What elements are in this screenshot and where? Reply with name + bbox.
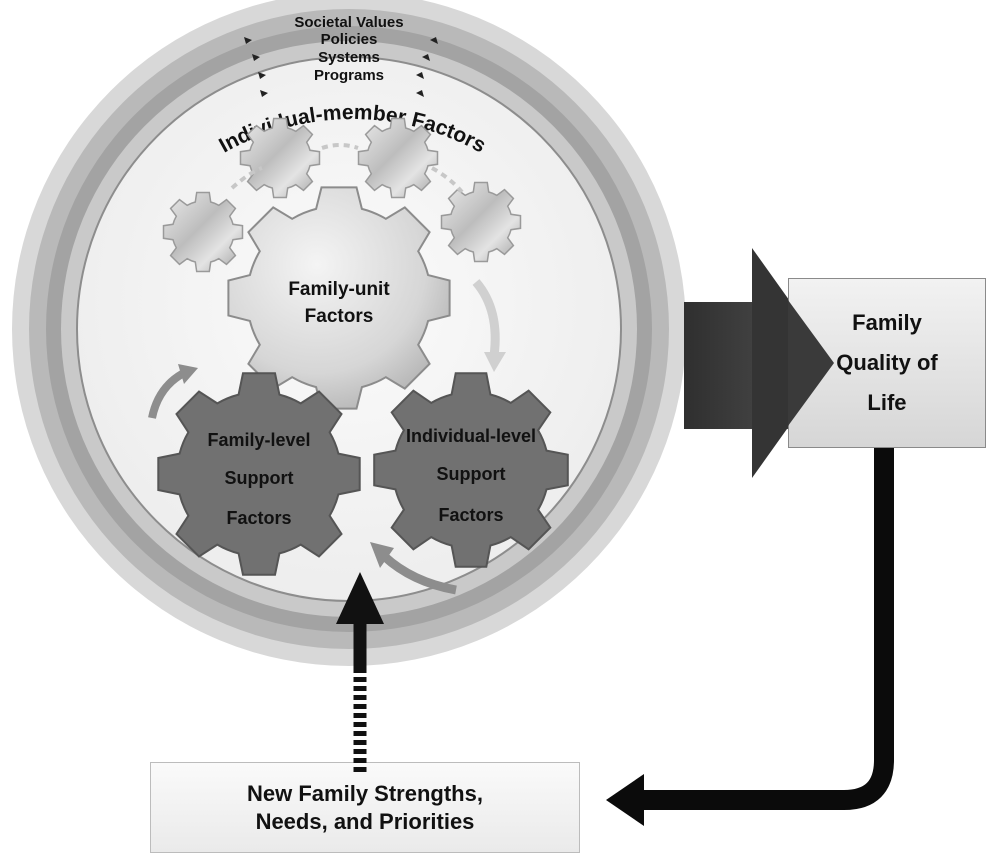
ring-label-systems: Systems: [318, 49, 380, 66]
individual-member-gears: [162, 117, 522, 273]
feedback-line1: New Family Strengths,: [247, 780, 483, 806]
individual-level-label-line2: Support: [437, 464, 506, 484]
feedback-line: [640, 448, 894, 810]
rotation-arrow-left-head: [178, 364, 198, 384]
member-gear-1: [239, 117, 321, 199]
ring-label-programs: Programs: [314, 67, 384, 84]
ring-label-policies: Policies: [321, 31, 378, 48]
family-unit-label-line2: Factors: [305, 306, 374, 327]
rotation-arrow-right-head: [484, 352, 506, 372]
upward-arrow-head: [336, 572, 384, 624]
individual-level-label-line3: Factors: [438, 505, 503, 525]
rotation-arrow-left: [148, 370, 185, 419]
upward-arrow: [336, 572, 384, 772]
family-level-gear: [157, 372, 361, 576]
family-level-label-line2: Support: [225, 468, 294, 488]
family-level-label-line3: Factors: [226, 508, 291, 528]
rotation-arrow-right: [472, 279, 500, 357]
individual-level-label-line1: Individual-level: [406, 426, 536, 446]
ring-label-societal-values: Societal Values: [294, 14, 403, 31]
rotation-arrow-bottom-head: [370, 542, 394, 568]
family-unit-gear: [227, 186, 451, 410]
member-gear-3: [162, 191, 244, 273]
feedback-arrow-head: [606, 774, 644, 826]
member-dashed-arc: [230, 143, 464, 194]
family-unit-label-line1: Family-unit: [288, 279, 390, 300]
family-level-label-line1: Family-level: [207, 430, 310, 450]
feedback-line2: Needs, and Priorities: [255, 808, 475, 834]
outcome-line3: Life: [867, 390, 907, 415]
individual-level-gear: [373, 372, 569, 568]
outcome-line1: Family: [852, 310, 922, 335]
member-gear-4: [440, 181, 522, 263]
ring-labels: Societal Values Policies Systems Program…: [244, 14, 438, 97]
family-quality-of-life-box: Family Quality of Life: [788, 278, 986, 448]
rotation-arrows: [148, 279, 506, 595]
rotation-arrow-bottom: [380, 552, 457, 595]
member-gear-2: [357, 117, 439, 199]
new-family-strengths-box: New Family Strengths, Needs, and Priorit…: [150, 762, 580, 853]
outcome-line2: Quality of: [836, 350, 938, 375]
feedback-path: [606, 448, 894, 826]
ring-tick-arrows: [244, 37, 438, 97]
